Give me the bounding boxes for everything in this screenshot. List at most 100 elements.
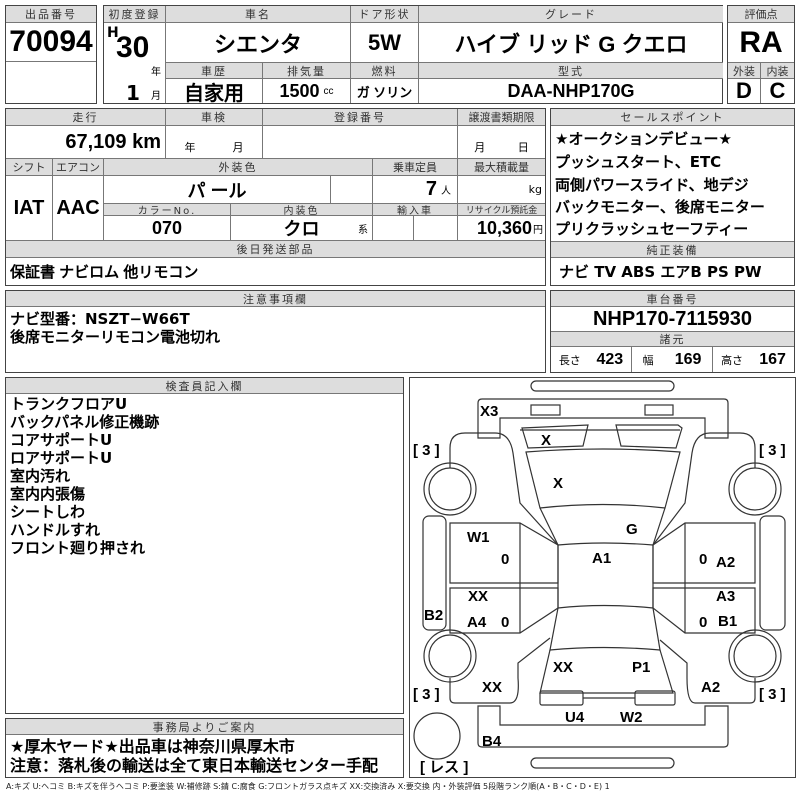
ext-label: 外装 <box>728 63 761 79</box>
import-b <box>414 216 458 241</box>
parts-later-label: 後日発送部品 <box>6 241 545 258</box>
damage-mark: P1 <box>632 659 650 676</box>
score-box: 評価点 RA 外装 内装 D C <box>727 5 795 104</box>
rear-window <box>549 607 661 651</box>
ac-label: エアコン <box>53 159 104 176</box>
capacity-value: 7 <box>425 178 437 200</box>
ext-score: D <box>728 79 761 103</box>
displacement-value: 1500 <box>279 80 320 101</box>
mileage: 67,109 km <box>6 126 166 159</box>
notes-box: 注意事項欄 ナビ型番：NSZT−W66T 後席モニターリモコン電池切れ <box>5 290 546 373</box>
lot-box: 出品番号 70094 <box>5 5 97 104</box>
model-label: 型式 <box>419 63 723 79</box>
sales-point: プリクラッシュセーフティー <box>555 220 749 238</box>
score-value: RA <box>728 23 794 63</box>
front-left-door <box>449 522 559 584</box>
damage-mark: XX <box>468 588 488 605</box>
inspection-label: 車検 <box>166 109 263 126</box>
door-zero: 0 <box>699 551 707 568</box>
front-bumper <box>477 398 729 439</box>
reg-month: 1 <box>126 81 140 103</box>
legend: A:キズ U:ヘコミ B:キズを伴うヘコミ P:要塗装 W:補修跡 S:錆 C:… <box>6 782 610 791</box>
chassis-label: 車台番号 <box>551 291 794 307</box>
length-value: 423 <box>596 350 624 368</box>
ext-color-label: 外装色 <box>104 159 373 176</box>
front-right-door <box>652 522 756 584</box>
ext-color-extra <box>331 176 373 204</box>
tire-rear-right <box>728 629 782 683</box>
inspector-line: 室内汚れ <box>10 467 71 485</box>
max-load-label: 最大積載量 <box>458 159 545 176</box>
damage-diagram: X3 X X G W1 A1 A2 XX A3 B2 A4 B1 XX P1 X… <box>409 377 796 778</box>
vehicle-info: 初度登録 H 30 年 1 月 車名 シエンタ ドア形状 5W グレード ハイブ… <box>103 5 723 104</box>
inspector-line: バックパネル修正機跡 <box>10 413 160 431</box>
max-load: kg <box>458 176 545 204</box>
headlight-left <box>530 404 561 416</box>
model-code: DAA-NHP170G <box>507 80 635 101</box>
int-score: C <box>769 79 786 103</box>
day-unit: 日 <box>517 141 529 154</box>
sales-point: プッシュスタート、ETC <box>555 153 722 171</box>
spare-tire <box>413 712 461 760</box>
color-no: 070 <box>104 216 231 241</box>
damage-mark: A2 <box>701 679 720 696</box>
left-sill <box>422 515 447 631</box>
rear-bumper <box>477 705 729 748</box>
month-unit: 月 <box>151 91 161 102</box>
notes-label: 注意事項欄 <box>6 291 545 307</box>
grade-label: グレード <box>419 6 723 23</box>
shift-label: シフト <box>6 159 53 176</box>
ext-color: パ ール <box>104 176 331 204</box>
ac: AAC <box>53 176 104 241</box>
inspection: 年月 <box>166 126 263 159</box>
details-box: 走行 67,109 km 車検 年月 登録番号 譲渡書類期限 月日 シフト IA… <box>5 108 546 286</box>
month-unit: 月 <box>232 141 244 154</box>
office-box: 事務局よりご案内 ★厚木ヤード★出品車は神奈川県厚木市 注意：落札後の輸送は全て… <box>5 718 404 778</box>
import-a <box>373 216 414 241</box>
damage-mark: G <box>626 521 638 538</box>
door-zero: 0 <box>699 614 707 631</box>
chassis-number: NHP170-7115930 <box>551 307 794 332</box>
sales-points-label: セールスポイント <box>551 109 794 126</box>
int-label: 内装 <box>761 63 794 79</box>
int-color-value: クロ <box>283 219 320 239</box>
damage-mark: XX <box>482 679 502 696</box>
cc-unit: cc <box>323 85 334 97</box>
import-label: 輸入車 <box>373 204 458 216</box>
first-reg-label: 初度登録 <box>104 6 166 23</box>
sales-point: バックモニター、後席モニター <box>555 198 765 216</box>
displacement-label: 排気量 <box>263 63 351 79</box>
int-color-unit: 系 <box>358 224 368 236</box>
damage-mark: A4 <box>467 614 487 631</box>
damage-mark: B1 <box>718 613 737 630</box>
door-label: ドア形状 <box>351 6 419 23</box>
mileage-label: 走行 <box>6 109 166 126</box>
inspector-line: 室内内張傷 <box>10 485 86 503</box>
note-line: ナビ型番：NSZT−W66T <box>10 310 190 328</box>
headlight-right <box>644 404 674 416</box>
front-bumper-bar <box>530 380 675 392</box>
damage-mark: W1 <box>467 529 490 546</box>
recycle-label: リサイクル預託金 <box>458 204 545 216</box>
equipment: ナビ TV ABS エアB PS PW <box>559 263 762 281</box>
front-right-fender <box>652 432 756 546</box>
grade: ハイブ リッド G クエロ <box>419 23 723 63</box>
inspector-line: トランクフロアU <box>10 395 128 413</box>
car-name: シエンタ <box>166 23 351 63</box>
damage-mark: B2 <box>424 607 443 624</box>
damage-mark: A2 <box>716 554 735 571</box>
spare-status: [ レス ] <box>420 759 468 776</box>
door-zero: 0 <box>501 614 509 631</box>
damage-mark: A3 <box>716 588 735 605</box>
rear-bumper-bar <box>530 757 675 769</box>
height-label: 高さ <box>721 353 744 367</box>
score-label: 評価点 <box>728 6 794 23</box>
inspector-line: シートしわ <box>10 503 86 521</box>
rear-right-door <box>652 587 756 634</box>
year-unit: 年 <box>151 67 161 78</box>
tire-rear-left <box>423 629 477 683</box>
fuel-label: 燃料 <box>351 63 419 79</box>
